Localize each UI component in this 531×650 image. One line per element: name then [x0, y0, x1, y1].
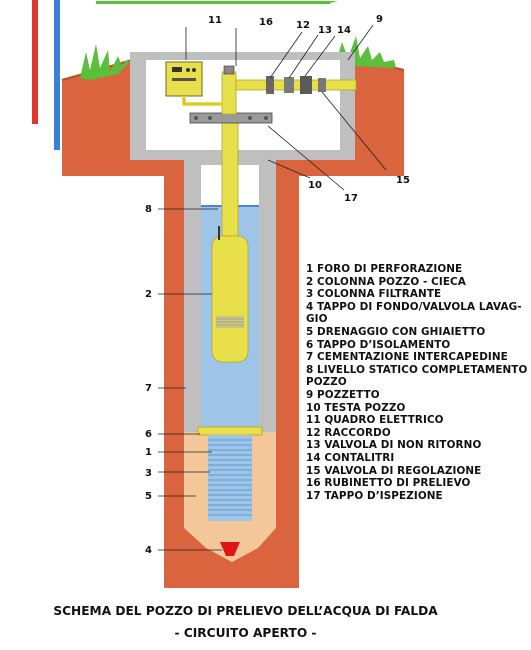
- riser: [221, 71, 237, 115]
- callout-4: 4: [145, 545, 152, 556]
- legend-item: 15 VALVOLA DI REGOLAZIONE: [306, 464, 482, 477]
- red-bar: [32, 0, 38, 124]
- regulation-valve: [318, 78, 326, 92]
- filter-column: [208, 435, 252, 521]
- callout-6: 6: [145, 429, 152, 440]
- callout-7: 7: [145, 383, 152, 394]
- well-column: [221, 117, 239, 237]
- diagram-title: SCHEMA DEL POZZO DI PRELIEVO DELL’ACQUA …: [53, 604, 438, 618]
- callout-14: 14: [337, 25, 351, 36]
- legend-item: 2 COLONNA POZZO - CIECA: [306, 275, 466, 288]
- sampling-tap: [223, 65, 235, 75]
- callout-11: 11: [208, 15, 222, 26]
- submersible-pump: [211, 235, 249, 363]
- legend-item: 7 CEMENTAZIONE INTERCAPEDINE: [306, 351, 508, 364]
- well-head: [189, 112, 273, 124]
- callout-10: 10: [308, 180, 322, 191]
- legend-item: 5 DRENAGGIO CON GHIAIETTO: [306, 325, 486, 338]
- legend-item: 3 COLONNA FILTRANTE: [306, 288, 442, 301]
- isolation-plug: [197, 426, 263, 436]
- callout-9: 9: [376, 14, 383, 25]
- legend-item: 9 POZZETTO: [306, 388, 380, 401]
- fitting: [266, 76, 274, 94]
- legend-item: 1 FORO DI PERFORAZIONE: [306, 263, 463, 275]
- legend-item: 17 TAPPO D’ISPEZIONE: [306, 489, 443, 502]
- flow-meter: [300, 76, 312, 94]
- callout-12: 12: [296, 20, 310, 31]
- callout-3: 3: [145, 468, 152, 479]
- legend-item: 12 RACCORDO: [306, 426, 391, 439]
- callout-15: 15: [396, 175, 410, 186]
- callout-16: 16: [259, 17, 273, 28]
- check-valve: [284, 77, 294, 93]
- legend-item: 16 RUBINETTO DI PRELIEVO: [306, 477, 471, 490]
- bottom-plug: [220, 542, 240, 556]
- legend-item: 8 LIVELLO STATICO COMPLETAMENTO: [306, 363, 528, 376]
- callout-5: 5: [145, 491, 152, 502]
- legend: 1 FORO DI PERFORAZIONE 2 COLONNA POZZO -…: [306, 263, 528, 502]
- legend-item: 4 TAPPO DI FONDO/VALVOLA LAVAG-: [306, 300, 522, 313]
- callout-2: 2: [145, 289, 152, 300]
- legend-item: 10 TESTA POZZO: [306, 401, 406, 414]
- callout-1: 1: [145, 447, 152, 458]
- blue-bar: [54, 0, 60, 150]
- legend-item: 6 TAPPO D’ISOLAMENTO: [306, 338, 451, 351]
- callout-8: 8: [145, 204, 152, 215]
- legend-item: POZZO: [306, 376, 347, 389]
- callout-13: 13: [318, 25, 332, 36]
- legend-item: 11 QUADRO ELETTRICO: [306, 414, 444, 427]
- legend-item: GIO: [306, 313, 328, 326]
- callout-17: 17: [344, 193, 358, 204]
- outlet-pipe: [235, 79, 357, 91]
- legend-item: 13 VALVOLA DI NON RITORNO: [306, 439, 482, 452]
- diagram-subtitle: - CIRCUITO APERTO -: [174, 626, 317, 640]
- legend-item: 14 CONTALITRI: [306, 451, 395, 464]
